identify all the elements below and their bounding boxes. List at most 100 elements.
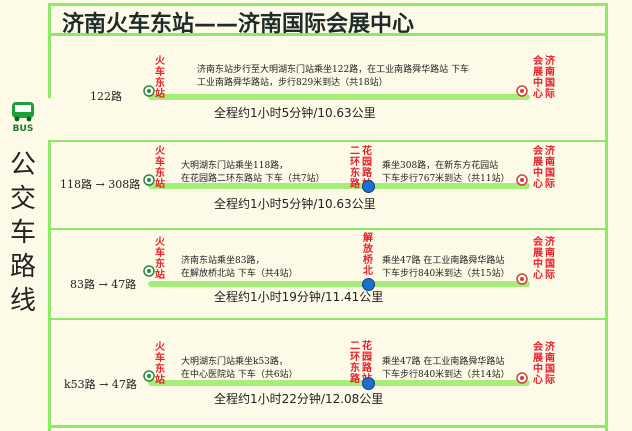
stop-char: 桥 <box>363 255 373 266</box>
frame-bottom <box>48 425 608 428</box>
stop-char: 济 <box>545 146 555 157</box>
route-3-name: 83路 → 47路 <box>70 278 137 291</box>
stop-char: 花 <box>362 146 372 157</box>
stop-char: 站 <box>155 89 165 100</box>
side-label-char-2: 交 <box>9 184 36 214</box>
bus-icon-label: BUS <box>13 124 34 134</box>
frame-sep-1 <box>48 140 608 142</box>
route-3-line <box>148 281 530 287</box>
stop-char: 展 <box>533 353 543 364</box>
route-3-desc-left-2: 在解放桥北站 下车（共4站） <box>181 269 298 279</box>
side-label-char-4: 路 <box>9 252 36 282</box>
transfer-dot-icon <box>362 180 375 193</box>
end-marker-icon <box>516 174 528 186</box>
frame-title-underline <box>48 33 608 36</box>
stop-char: 展 <box>533 67 543 78</box>
stop-char: 中 <box>533 78 543 89</box>
route-4-line <box>148 380 530 386</box>
stop-char: 火 <box>155 56 165 67</box>
route-2-desc-left-2: 在花园路二环东路站 下车（共7站） <box>181 174 325 184</box>
route-4-desc-left-1: 大明湖东门站乘坐k53路， <box>181 357 288 367</box>
stop-char: 南 <box>545 67 555 78</box>
frame-right <box>605 3 608 431</box>
stop-char: 会 <box>533 342 543 353</box>
stop-char: 南 <box>545 248 555 259</box>
stop-char: 东 <box>350 363 360 374</box>
route-4-desc-left-2: 在中心医院站 下车（共6站） <box>181 370 298 380</box>
stop-char: 南 <box>545 353 555 364</box>
route-2-desc-left-1: 大明湖东门站乘坐118路， <box>181 161 289 171</box>
route-1-desc-line-1: 济南东站步行至大明湖东门站乘坐122路，在工业南路舜华路站 下车 <box>197 65 470 75</box>
route-2-name: 118路 → 308路 <box>60 178 141 191</box>
stop-char: 会 <box>533 146 543 157</box>
bus-icon: BUS <box>12 102 34 134</box>
route-4-desc-right-1: 乘坐47路 在工业南路舜华路站 <box>382 357 505 367</box>
frame-connector-left <box>48 140 51 431</box>
route-2-desc-right-2: 下车步行767米到达（共11站） <box>382 174 510 184</box>
stop-char: 解 <box>363 233 373 244</box>
route-4-name: k53路 → 47路 <box>64 378 137 391</box>
stop-char: 花 <box>362 341 372 352</box>
stop-char: 东 <box>350 168 360 179</box>
stop-char: 东 <box>155 259 165 270</box>
stop-char: 路 <box>362 168 372 179</box>
stop-char: 东 <box>155 78 165 89</box>
side-label-char-5: 线 <box>9 286 36 316</box>
route-3-desc-right-2: 下车步行840米到达（共15站） <box>382 269 510 279</box>
route-1-line <box>148 94 530 100</box>
stop-char: 国 <box>545 364 555 375</box>
stop-char: 济 <box>545 342 555 353</box>
route-3-desc-left-1: 济南东站乘坐83路， <box>181 256 265 266</box>
stop-char: 站 <box>155 270 165 281</box>
stop-char: 国 <box>545 259 555 270</box>
stop-char: 国 <box>545 168 555 179</box>
stop-char: 中 <box>533 259 543 270</box>
route-2-desc-right-1: 乘坐308路，在新东方花园站 <box>382 161 499 171</box>
stop-char: 展 <box>533 248 543 259</box>
stop-char: 环 <box>350 352 360 363</box>
stop-char: 济 <box>545 237 555 248</box>
stop-char: 火 <box>155 237 165 248</box>
stop-char: 际 <box>545 375 555 386</box>
route-4-total: 全程约1小时22分钟/12.08公里 <box>214 392 384 406</box>
stop-char: 心 <box>533 179 543 190</box>
stop-char: 车 <box>155 157 165 168</box>
stop-char: 路 <box>350 179 360 190</box>
stop-char: 站 <box>155 375 165 386</box>
stop-char: 环 <box>350 157 360 168</box>
stop-char: 东 <box>155 168 165 179</box>
stop-char: 园 <box>362 157 372 168</box>
route-1-name: 122路 <box>90 90 122 103</box>
start-marker-icon <box>143 370 155 382</box>
stop-char: 车 <box>155 353 165 364</box>
route-4-desc-right-2: 下车步行840米到达（共14站） <box>382 370 510 380</box>
stop-char: 心 <box>533 375 543 386</box>
stop-char: 际 <box>545 270 555 281</box>
stop-char: 站 <box>155 179 165 190</box>
stop-char: 展 <box>533 157 543 168</box>
start-marker-icon <box>143 85 155 97</box>
stop-char: 南 <box>545 157 555 168</box>
stop-char: 会 <box>533 56 543 67</box>
stop-char: 心 <box>533 270 543 281</box>
stop-char: 际 <box>545 179 555 190</box>
stop-char: 际 <box>545 89 555 100</box>
stop-char: 二 <box>350 341 360 352</box>
route-3-total: 全程约1小时19分钟/11.41公里 <box>214 290 384 304</box>
stop-char: 心 <box>533 89 543 100</box>
stop-char: 放 <box>363 244 373 255</box>
transfer-dot-icon <box>362 377 375 390</box>
page-title: 济南火车东站——济南国际会展中心 <box>62 12 415 37</box>
stop-char: 二 <box>350 146 360 157</box>
frame-top <box>48 3 608 6</box>
stop-char: 中 <box>533 168 543 179</box>
stop-char: 车 <box>155 248 165 259</box>
route-1-total: 全程约1小时5分钟/10.63公里 <box>214 106 376 120</box>
frame-sep-3 <box>48 318 608 320</box>
stop-char: 火 <box>155 342 165 353</box>
frame-left <box>48 3 51 98</box>
stop-char: 园 <box>362 352 372 363</box>
end-marker-icon <box>516 372 528 384</box>
start-marker-icon <box>143 174 155 186</box>
stop-char: 火 <box>155 146 165 157</box>
